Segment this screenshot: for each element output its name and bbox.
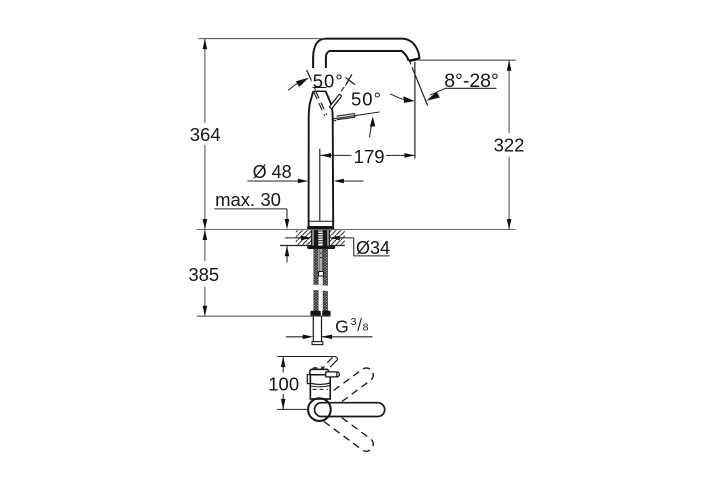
svg-text:385: 385: [188, 264, 219, 285]
svg-text:8: 8: [363, 322, 369, 334]
svg-text:max. 30: max. 30: [215, 189, 281, 210]
svg-text:179: 179: [354, 146, 385, 167]
svg-text:Ø34: Ø34: [356, 238, 390, 258]
svg-text:50°: 50°: [351, 89, 382, 110]
svg-text:50°: 50°: [313, 71, 344, 92]
svg-text:Ø 48: Ø 48: [253, 162, 292, 182]
svg-text:8°-28°: 8°-28°: [444, 70, 499, 92]
svg-text:100: 100: [268, 374, 299, 395]
svg-text:364: 364: [190, 124, 221, 145]
svg-text:G: G: [335, 316, 349, 336]
svg-text:322: 322: [494, 135, 525, 156]
svg-text:3: 3: [351, 316, 357, 328]
